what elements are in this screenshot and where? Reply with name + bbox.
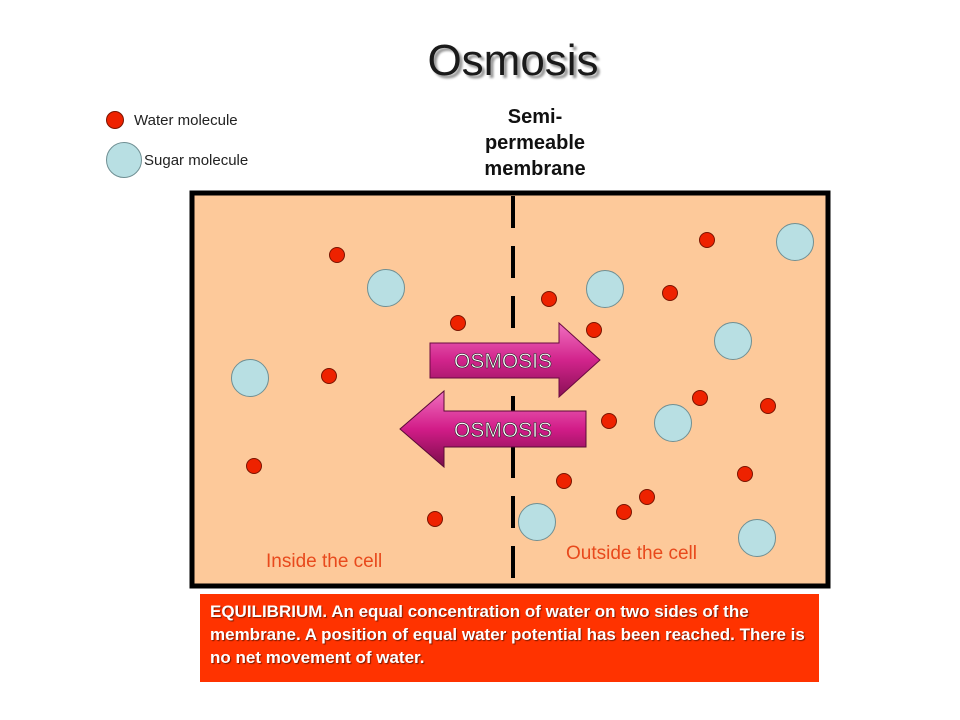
- water-molecule: [427, 511, 443, 527]
- sugar-molecule: [518, 503, 556, 541]
- osmosis-arrow-right-label: OSMOSIS: [454, 350, 552, 373]
- cell-container: [189, 190, 831, 589]
- sugar-molecule: [654, 404, 692, 442]
- water-molecule: [321, 368, 337, 384]
- sugar-molecule: [231, 359, 269, 397]
- inside-cell-label: Inside the cell: [266, 551, 383, 572]
- water-molecule: [541, 291, 557, 307]
- legend-sugar-label: Sugar molecule: [144, 151, 249, 169]
- osmosis-arrow-left-label: OSMOSIS: [454, 419, 552, 442]
- sugar-molecule: [714, 322, 752, 360]
- legend-sugar: Sugar molecule: [106, 142, 248, 178]
- sugar-molecule: [776, 223, 814, 261]
- water-molecule: [737, 466, 753, 482]
- water-molecule: [760, 398, 776, 414]
- water-molecule: [246, 458, 262, 474]
- water-molecule: [556, 473, 572, 489]
- equilibrium-caption: EQUILIBRIUM. An equal concentration of w…: [200, 594, 819, 682]
- water-molecule: [329, 247, 345, 263]
- osmosis-arrow-right: OSMOSIS: [429, 321, 601, 399]
- sugar-molecule: [367, 269, 405, 307]
- water-molecules: [246, 232, 776, 527]
- osmosis-arrow-left: OSMOSIS: [399, 389, 587, 469]
- legend-water: Water molecule: [106, 111, 238, 129]
- page-title: Osmosis: [427, 36, 599, 85]
- water-molecule: [616, 504, 632, 520]
- water-molecule: [699, 232, 715, 248]
- outside-cell-label: Outside the cell: [566, 543, 697, 564]
- water-molecule: [601, 413, 617, 429]
- sugar-molecule: [738, 519, 776, 557]
- sugar-molecule: [586, 270, 624, 308]
- water-molecule: [639, 489, 655, 505]
- water-molecule: [586, 322, 602, 338]
- sugar-molecules: [231, 223, 814, 557]
- water-molecule: [662, 285, 678, 301]
- water-molecule-icon: [106, 111, 124, 129]
- sugar-molecule-icon: [106, 142, 142, 178]
- water-molecule: [692, 390, 708, 406]
- legend-water-label: Water molecule: [134, 111, 238, 129]
- water-molecule: [450, 315, 466, 331]
- membrane-label: Semi-permeable membrane: [484, 106, 586, 180]
